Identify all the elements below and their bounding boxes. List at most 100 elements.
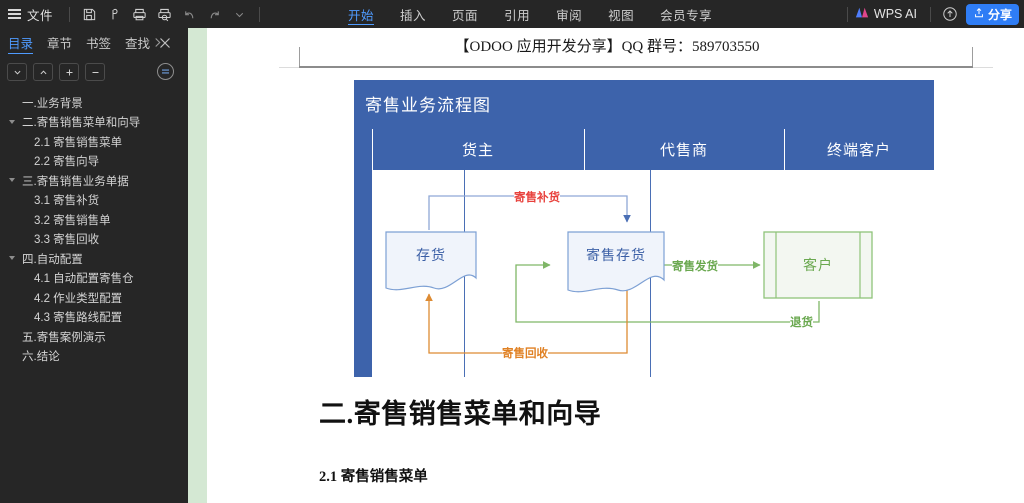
toc-label: 3.1 寄售补货 [34,195,100,208]
toc-item-1[interactable]: 二.寄售销售菜单和向导 [0,113,188,133]
sidebar-tabs-overflow-icon[interactable] [153,28,162,57]
document-area[interactable]: 【ODOO 应用开发分享】QQ 群号：589703550 寄售业务流程图 货主 … [188,28,1024,503]
toc-label: 五.寄售案例演示 [22,331,106,344]
app-menu-icon[interactable] [8,8,22,20]
lane-header-owner: 货主 [461,142,494,159]
chevron-down-icon[interactable] [228,3,251,25]
toc-label: 2.2 寄售向导 [34,156,100,169]
toc-label: 3.2 寄售销售单 [34,214,111,227]
toc-item-8[interactable]: 四.自动配置 [0,249,188,269]
toolbar-divider-4 [929,6,931,22]
save-icon[interactable] [78,3,101,25]
redo-icon[interactable] [203,3,226,25]
toc-item-10[interactable]: 4.2 作业类型配置 [0,288,188,308]
toc-item-13[interactable]: 六.结论 [0,347,188,367]
document-page[interactable]: 【ODOO 应用开发分享】QQ 群号：589703550 寄售业务流程图 货主 … [207,28,1024,503]
print-icon[interactable] [128,3,151,25]
toc-label: 三.寄售销售业务单据 [22,175,129,188]
tab-page[interactable]: 页面 [452,8,479,23]
cloud-upload-icon[interactable] [938,2,962,26]
sidebar-tab-toc[interactable]: 目录 [8,28,34,57]
file-menu-button[interactable]: 文件 [27,8,54,23]
toc-label: 六.结论 [22,351,60,364]
margin-mark-left-h [279,67,300,69]
toc-item-7[interactable]: 3.3 寄售回收 [0,230,188,250]
sidebar-tab-find[interactable]: 查找 [125,37,151,51]
page-header-rule [299,66,973,68]
toc-label: 3.3 寄售回收 [34,234,100,247]
toc-item-0[interactable]: 一.业务背景 [0,93,188,113]
flowchart-connectors [385,195,873,354]
toolbar-divider [69,6,71,22]
sidebar-tab-bookmarks[interactable]: 书签 [86,37,112,51]
flowchart-lane-headers: 货主 代售商 终端客户 [372,129,934,170]
flowchart-title: 寄售业务流程图 [365,96,491,115]
toc-item-4[interactable]: 三.寄售销售业务单据 [0,171,188,191]
flow-node-customer[interactable]: 客户 [803,257,833,273]
tab-review[interactable]: 审阅 [556,8,583,23]
flowchart-left-bar [354,129,372,377]
toc-item-5[interactable]: 3.1 寄售补货 [0,191,188,211]
tab-view[interactable]: 视图 [608,8,635,23]
toc-label: 4.3 寄售路线配置 [34,312,123,325]
flowchart-body: 存货 寄售存货 客户 寄售补货 寄售发货 退货 寄售回收 [372,170,934,377]
page-header-text: 【ODOO 应用开发分享】QQ 群号：589703550 [454,39,760,55]
toc-item-2[interactable]: 2.1 寄售销售菜单 [0,132,188,152]
title-bar: 文件 [0,0,1024,28]
wps-ai-logo-icon [855,6,869,22]
page-left-margin-strip [188,28,207,503]
flow-node-inventory[interactable]: 存货 [416,247,446,263]
toc-label: 4.1 自动配置寄售仓 [34,273,134,286]
tab-reference[interactable]: 引用 [504,8,531,23]
tab-member-exclusive[interactable]: 会员专享 [660,8,713,23]
toc-item-3[interactable]: 2.2 寄售向导 [0,152,188,172]
toolbar-divider-2 [259,6,261,22]
collapse-down-button[interactable] [7,63,27,81]
toc-item-9[interactable]: 4.1 自动配置寄售仓 [0,269,188,289]
toc-settings-icon[interactable] [157,63,174,80]
flowchart-title-band [354,80,934,129]
sidebar-tab-chapters[interactable]: 章节 [47,37,73,51]
margin-mark-left-v [299,47,301,68]
toc-label: 4.2 作业类型配置 [34,292,123,305]
lane-header-agent: 代售商 [659,142,708,159]
collapse-up-button[interactable] [33,63,53,81]
share-button[interactable]: 分享 [965,3,1019,25]
lane-header-sep-0 [372,129,374,170]
tab-start[interactable]: 开始 [335,0,387,28]
tab-insert[interactable]: 插入 [400,8,427,23]
wps-ai-button[interactable]: WPS AI [855,6,917,22]
expand-level-button[interactable] [59,63,79,81]
flowchart-image[interactable]: 寄售业务流程图 货主 代售商 终端客户 [354,80,934,377]
wps-ai-label: WPS AI [873,7,917,21]
toc-expand-caret-icon[interactable] [9,178,15,182]
toc-label: 二.寄售销售菜单和向导 [22,117,141,130]
share-icon [973,7,985,22]
toc-item-6[interactable]: 3.2 寄售销售单 [0,210,188,230]
toc-list: 一.业务背景 二.寄售销售菜单和向导 2.1 寄售销售菜单 2.2 寄售向导 三… [0,87,188,366]
flow-edge-label-recycle: 寄售回收 [502,345,548,361]
toc-item-11[interactable]: 4.3 寄售路线配置 [0,308,188,328]
close-sidebar-icon[interactable] [158,36,172,50]
toc-item-12[interactable]: 五.寄售案例演示 [0,327,188,347]
print-preview-icon[interactable] [153,3,176,25]
lane-header-sep-1 [584,129,586,170]
reduce-level-button[interactable] [85,63,105,81]
margin-mark-right-v [972,47,974,68]
margin-marks [207,28,1024,72]
sidebar-tabs: 目录 章节 书签 查找 [0,28,188,57]
margin-mark-right-h [972,67,993,69]
toc-expand-caret-icon[interactable] [9,256,15,260]
undo-icon[interactable] [178,3,201,25]
flow-node-consign-stock[interactable]: 寄售存货 [586,247,646,263]
toc-label: 2.1 寄售销售菜单 [34,136,123,149]
navigation-sidebar: 目录 章节 书签 查找 [0,28,188,503]
page-heading-2: 二.寄售销售菜单和向导 [319,399,602,429]
flow-edge-label-delivery: 寄售发货 [672,258,718,274]
toolbar-divider-3 [846,6,848,22]
ribbon-tabs: 开始 插入 页面 引用 审阅 视图 会员专享 [335,0,725,28]
cloud-sync-icon[interactable] [103,3,126,25]
toc-expand-caret-icon[interactable] [9,119,15,124]
flow-edge-label-replenish: 寄售补货 [514,189,560,205]
